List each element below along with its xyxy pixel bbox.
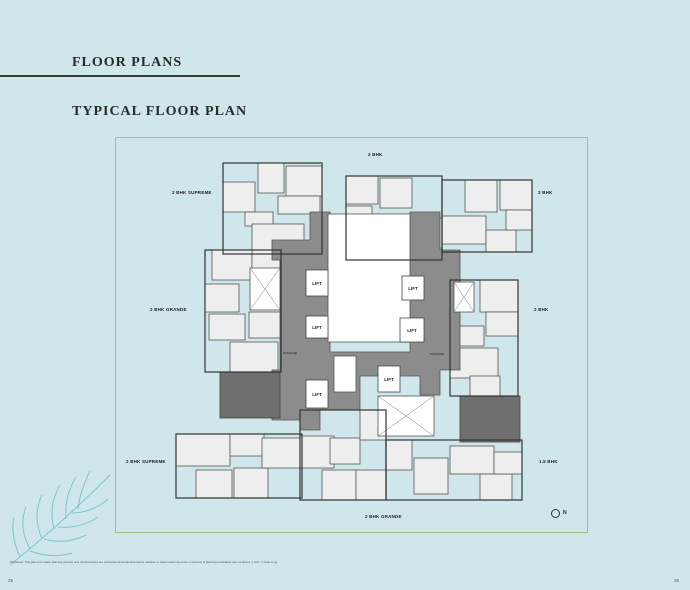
- unit-label-bottom-center: 2 BHK GRANDE: [365, 514, 402, 519]
- disclaimer: Disclaimer: This plan is for space plann…: [10, 560, 278, 564]
- lift-1: [305, 269, 329, 297]
- room: [441, 215, 487, 245]
- room: [299, 435, 335, 469]
- room: [449, 445, 495, 475]
- north-compass-icon: [551, 509, 560, 518]
- room: [175, 433, 231, 467]
- unit-label-bottom-left: 2 BHK SUPREME: [126, 459, 166, 464]
- unit-label-mid-right: 2 BHK: [534, 307, 549, 312]
- room: [229, 341, 279, 373]
- room: [485, 311, 519, 337]
- lift-label: LIFT: [384, 377, 394, 382]
- unit-label-bottom-right: 1.5 BHK: [539, 459, 558, 464]
- lift-2: [305, 315, 329, 339]
- room: [469, 375, 501, 397]
- room: [505, 209, 533, 231]
- unit-outline: [441, 179, 533, 253]
- staircase-right: [459, 395, 521, 443]
- title-rule: [0, 75, 240, 77]
- unit-outline: [385, 439, 523, 501]
- room: [479, 473, 513, 501]
- room: [222, 181, 256, 213]
- room: [195, 469, 233, 499]
- passage-label: PASSAGE: [283, 351, 297, 355]
- room: [204, 283, 240, 313]
- lift-3: [401, 275, 425, 301]
- unit-outline: [222, 162, 323, 255]
- unit-label-top-center: 2 BHK: [368, 152, 383, 157]
- leaf-illustration: [9, 470, 111, 566]
- unit-label-top-right: 2 BHK: [538, 190, 553, 195]
- unit-outline: [175, 433, 303, 499]
- stair-void: [333, 355, 357, 393]
- room: [345, 175, 379, 205]
- lift-label: LIFT: [407, 328, 417, 333]
- typical-floor-plan-title: TYPICAL FLOOR PLAN: [72, 104, 248, 119]
- lift-label: LIFT: [408, 286, 418, 291]
- lift-label: LIFT: [312, 281, 322, 286]
- unit-outline: [449, 279, 519, 397]
- room: [208, 313, 246, 341]
- room: [413, 457, 449, 495]
- room: [379, 177, 413, 209]
- lift-6: [377, 365, 401, 393]
- room: [211, 249, 253, 281]
- north-label: N: [563, 510, 567, 516]
- room: [499, 179, 533, 211]
- lift-label: LIFT: [312, 392, 322, 397]
- staircase-left: [219, 371, 281, 419]
- room: [464, 179, 498, 213]
- room: [285, 165, 323, 197]
- room: [321, 469, 357, 501]
- room: [385, 439, 413, 471]
- room: [248, 311, 282, 339]
- room: [257, 162, 285, 194]
- room: [329, 437, 361, 465]
- room: [233, 467, 269, 499]
- room: [493, 451, 523, 475]
- lift-label: LIFT: [312, 325, 322, 330]
- central-court: [327, 213, 411, 343]
- passage-label: PASSAGE: [430, 352, 444, 356]
- unit-label-mid-left: 2 BHK GRANDE: [150, 307, 187, 312]
- lift-4: [399, 317, 425, 343]
- room: [277, 195, 321, 215]
- room: [479, 279, 519, 313]
- unit-outline: [204, 249, 282, 373]
- room: [261, 437, 303, 469]
- page-number-right: 26: [674, 578, 680, 583]
- page-number-left: 25: [8, 578, 14, 583]
- unit-label-top-left: 2 BHK SUPREME: [172, 190, 212, 195]
- room: [355, 469, 387, 501]
- lift-5: [305, 379, 329, 409]
- section-title: FLOOR PLANS: [72, 55, 183, 70]
- room: [229, 433, 265, 457]
- floor-plan-frame: [115, 137, 588, 533]
- room: [485, 229, 517, 253]
